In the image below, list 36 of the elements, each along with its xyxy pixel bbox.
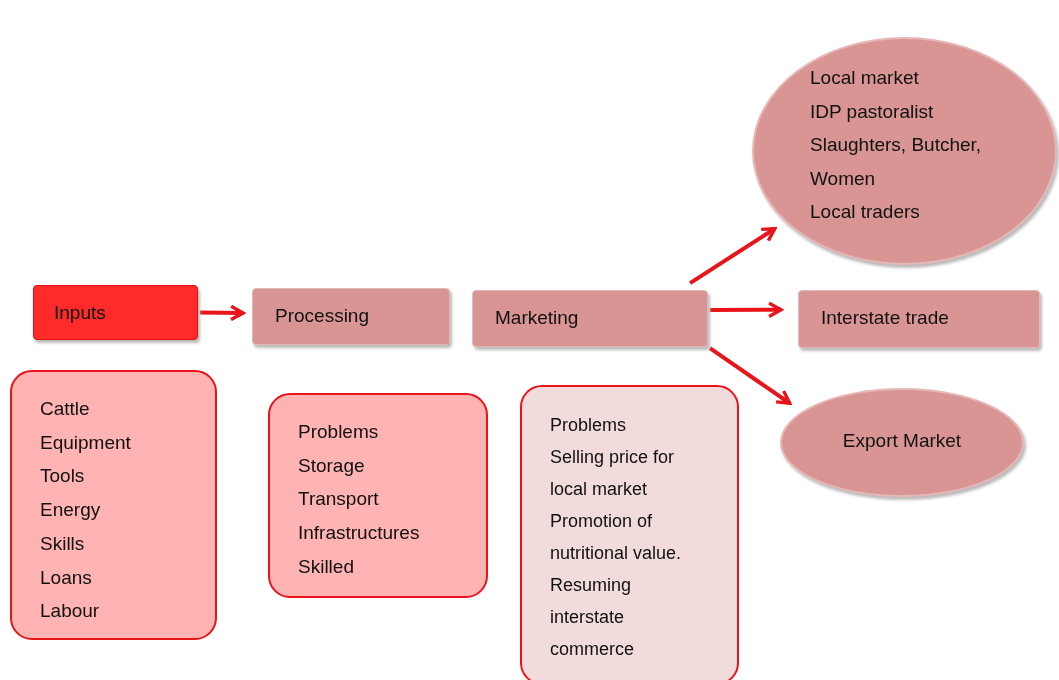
item-text: Local market [810,66,920,90]
item-text: Local traders [810,200,921,224]
item-text: IDP pastoralist [810,99,935,124]
item-text: Resuming interstate commerce [550,574,635,661]
arrow [708,346,792,405]
item-text: Problems [550,414,628,437]
stage-box [472,290,708,347]
item-text: Storage [298,453,366,478]
stage-label: Marketing [495,307,580,330]
item-text: Energy [40,498,102,523]
item-text: Skills [40,531,86,556]
item-text: Transport [298,487,380,512]
item-text: Infrastructures [298,521,421,546]
arrow [709,301,783,319]
details-box [520,385,739,680]
item-text: Export Market [841,430,963,453]
item-text: Equipment [40,430,132,455]
item-text: Selling price for local market [550,446,676,501]
item-text: Skilled [298,554,355,579]
stage-label: Interstate trade [821,307,950,330]
item-text: Loans [40,565,93,590]
stage-box [33,285,198,340]
stage-label: Inputs [54,302,107,325]
details-box [268,393,488,598]
item-text: Cattle [40,397,91,421]
stage-box [798,290,1040,348]
item-text: Labour [40,599,101,624]
arrow [688,226,777,285]
item-text: Slaughters, Butcher, Women [810,133,983,191]
stage-box [252,288,450,345]
item-text: Promotion of nutritional value. [550,510,683,565]
arrow [199,304,245,322]
item-text: Tools [40,464,86,489]
item-text: Problems [298,420,380,444]
details-box [10,370,217,640]
stage-label: Processing [275,305,370,328]
